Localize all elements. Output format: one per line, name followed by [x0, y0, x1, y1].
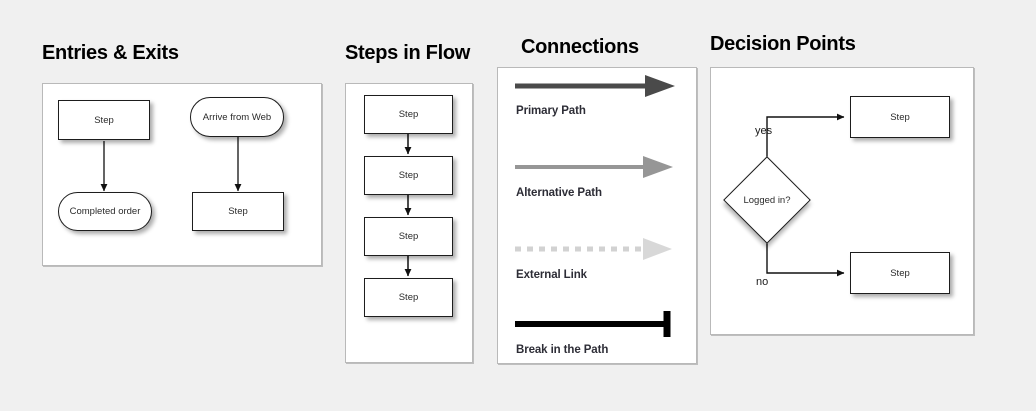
node-step[interactable]: Step — [58, 100, 150, 140]
node-label: Step — [398, 231, 419, 242]
node-step[interactable]: Step — [192, 192, 284, 231]
section-decision-points: Decision Points yes no Step Logged in? S… — [710, 33, 980, 345]
node-label: Step — [398, 109, 419, 120]
node-label: Step — [94, 114, 114, 126]
node-arrive-from-web[interactable]: Arrive from Web — [190, 97, 284, 137]
section-entries-exits: Entries & Exits Step Completed order Arr… — [42, 42, 324, 272]
node-label: Logged in? — [743, 194, 791, 206]
section-title-entries-exits: Entries & Exits — [42, 42, 179, 64]
node-label: Step — [890, 267, 910, 279]
section-title-steps-in-flow: Steps in Flow — [345, 42, 470, 64]
edge-label-no: no — [756, 276, 769, 288]
node-label: Arrive from Web — [202, 111, 272, 123]
node-completed-order[interactable]: Completed order — [58, 192, 152, 231]
node-step-no[interactable]: Step — [850, 252, 950, 294]
node-label: Step — [228, 206, 248, 217]
node-decision-logged-in[interactable]: Logged in? — [723, 156, 811, 244]
section-title-connections: Connections — [521, 36, 639, 58]
legend-label-break-in-path: Break in the Path — [516, 344, 609, 356]
edge-label-yes: yes — [755, 125, 773, 137]
node-label: Completed order — [69, 206, 141, 217]
legend-row-break-in-path[interactable]: Break in the Path — [497, 301, 697, 363]
legend-row-external-link[interactable]: External Link — [497, 227, 697, 289]
legend-row-alternative-path[interactable]: Alternative Path — [497, 147, 697, 207]
node-step[interactable]: Step — [364, 156, 453, 195]
node-step[interactable]: Step — [364, 95, 453, 134]
node-label: Step — [398, 292, 419, 303]
primary-path-arrow-icon — [515, 75, 675, 97]
node-label: Step — [398, 170, 419, 181]
legend-row-primary-path[interactable]: Primary Path — [497, 67, 697, 127]
node-step[interactable]: Step — [364, 217, 453, 256]
section-connections: Connections Primary Path Alternative Pat… — [497, 36, 699, 371]
node-label: Step — [890, 111, 910, 123]
section-title-decision-points: Decision Points — [710, 33, 856, 55]
legend-label-primary-path: Primary Path — [516, 105, 586, 117]
legend-label-external-link: External Link — [516, 269, 587, 281]
legend-label-alternative-path: Alternative Path — [516, 187, 602, 199]
node-step-yes[interactable]: Step — [850, 96, 950, 138]
section-steps-in-flow: Steps in Flow Step Step Step Step — [345, 42, 477, 367]
node-step[interactable]: Step — [364, 278, 453, 317]
